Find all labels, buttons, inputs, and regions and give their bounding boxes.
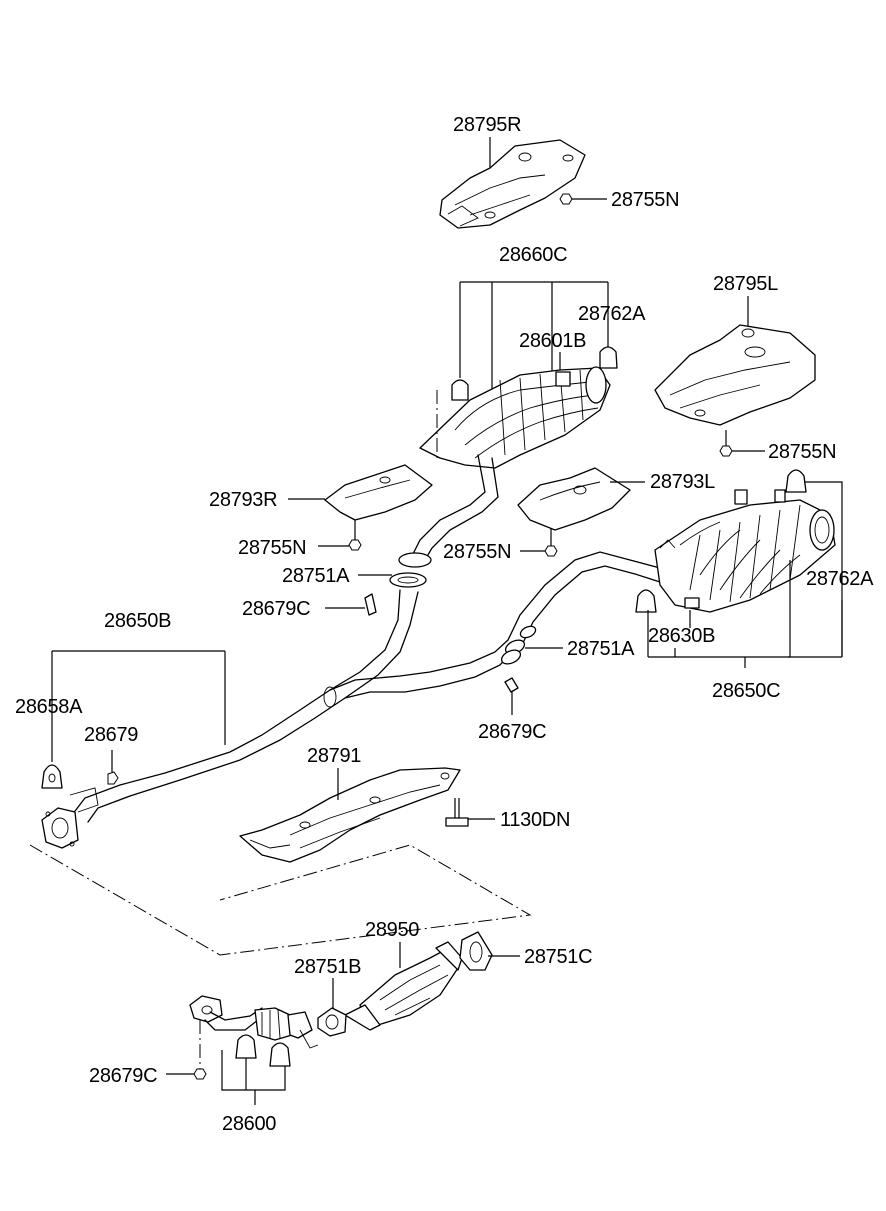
gasket-cat-front-part [317,1007,347,1037]
label-bolt-front: 28679 [84,724,138,746]
nut-mid-center-part [544,545,558,557]
label-clamp-manifold: 28679C [89,1065,157,1087]
leader-28650C [647,560,843,668]
label-front-pipe-assy: 28650B [104,610,171,632]
bolt-front-part [107,771,119,785]
label-gasket-rear: 28751A [567,638,635,660]
label-rear-muffler-assy: 28650C [712,680,780,702]
center-intermediate-pipe [409,454,486,561]
leader-28660C [459,281,609,430]
heat-shield-rear-left-part [654,324,816,426]
bolt-shield-part [445,798,469,827]
exhaust-manifold-part [189,995,319,1067]
nut-top-part [559,193,573,205]
label-catalytic-converter: 28950 [365,919,419,941]
clamp-center-part [364,593,377,616]
label-heat-shield-center: 28791 [307,745,361,767]
leader-28600 [221,1050,286,1105]
label-hanger-top: 28762A [578,303,646,325]
label-rear-muffler-bracket: 28630B [648,625,715,647]
label-nut-right: 28755N [768,441,836,463]
heat-shield-rear-right-part [439,139,586,229]
clamp-manifold-part [193,1068,207,1080]
label-heat-shield-left: 28793L [650,471,715,493]
leader-28650B [51,650,226,762]
heat-shield-right-part [324,464,433,521]
label-clamp-rear: 28679C [478,721,546,743]
heat-shield-center-part [239,767,461,863]
label-heat-shield-rear-right: 28795R [453,114,521,136]
leader-28762A-right [788,481,843,658]
gasket-center-part [389,552,432,588]
hanger-top-part [599,346,618,369]
gasket-rear-part [500,625,537,665]
label-center-muffler-assy: 28660C [499,244,567,266]
label-nut-mid-left: 28755N [238,537,306,559]
rear-muffler-hanger-top-part [785,469,807,493]
label-bolt-shield: 1130DN [500,809,570,831]
label-heat-shield-right: 28793R [209,489,277,511]
label-heat-shield-rear-left: 28795L [713,273,778,295]
dash-front-region [29,844,532,956]
front-pipe-part [41,589,513,849]
label-rear-muffler-hanger: 28762A [806,568,874,590]
rear-muffler-hanger-bottom-part [635,589,657,613]
gasket-cat-rear-part [459,931,493,971]
center-intermediate-pipe-2 [421,457,499,566]
nut-mid-left-part [348,539,362,551]
label-hanger-front: 28658A [15,696,83,718]
label-gasket-cat-rear: 28751C [524,946,592,968]
hanger-front-part [41,764,63,789]
center-muffler-part [419,366,611,469]
heat-shield-left-part [517,467,631,531]
rear-muffler-part [507,489,836,646]
catalytic-converter-part [344,941,463,1031]
label-clamp-center: 28679C [242,598,310,620]
label-nut-top: 28755N [611,189,679,211]
label-center-muffler-bracket: 28601B [519,330,586,352]
label-nut-mid-center: 28755N [443,541,511,563]
nut-right-part [719,445,733,457]
clamp-rear-part [504,677,519,693]
label-gasket-center: 28751A [282,565,350,587]
hanger-left-part [451,379,469,401]
label-exhaust-manifold: 28600 [222,1113,276,1135]
label-gasket-cat-front: 28751B [294,956,361,978]
